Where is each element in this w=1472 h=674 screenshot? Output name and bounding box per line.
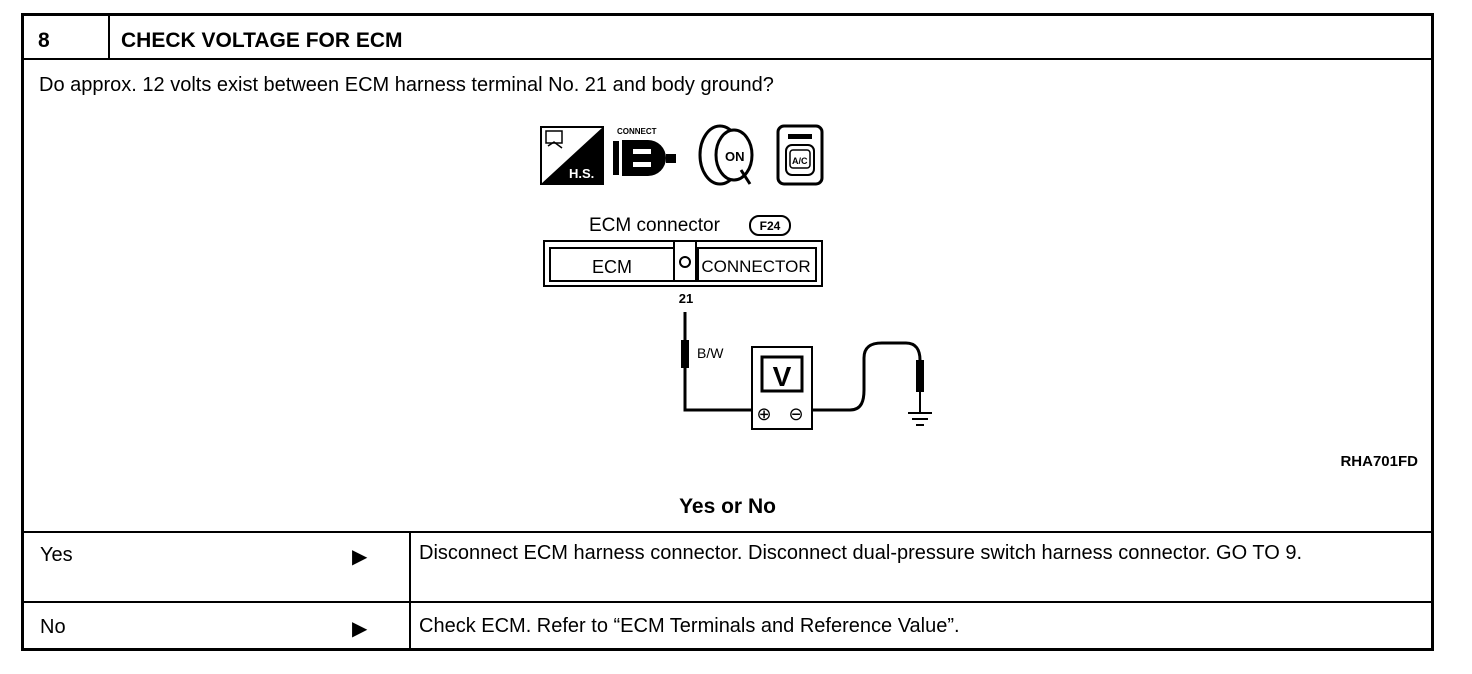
wire-color-label: B/W [697,345,724,361]
voltmeter-icon: V ⊕ ⊖ [751,346,813,430]
ac-switch-icon: A/C [776,124,824,186]
svg-text:H.S.: H.S. [569,166,594,181]
question-text: Do approx. 12 volts exist between ECM ha… [39,74,774,96]
svg-text:CONNECT: CONNECT [617,127,657,136]
rows-divider [409,531,411,651]
plus-terminal: ⊕ [756,404,771,425]
connector-label: CONNECTOR [701,257,810,276]
ecm-connector: ECM CONNECTOR [543,240,823,287]
row-no-label: No [40,616,66,638]
step-table: 8 CHECK VOLTAGE FOR ECM Do approx. 12 vo… [21,13,1434,651]
header-rule [24,58,1431,60]
row-yes-arrow-icon: ▶ [352,546,368,568]
row-no-arrow-icon: ▶ [352,618,368,640]
row-yes-label: Yes [40,544,73,566]
connect-icon: CONNECT [613,127,676,176]
svg-text:A/C: A/C [792,156,808,166]
step-title: CHECK VOLTAGE FOR ECM [121,29,403,52]
header-divider [108,16,110,58]
answer-prompt: Yes or No [679,495,776,518]
ignition-on-icon: ON [698,124,754,186]
ground-lead [812,341,924,412]
svg-text:ON: ON [725,149,745,164]
hood-switch-icon: H.S. [540,126,604,185]
ecm-label: ECM [592,257,632,277]
row-yes-action: Disconnect ECM harness connector. Discon… [419,542,1303,564]
meter-label: V [773,361,792,392]
terminal-number: 21 [679,291,693,306]
ground-icon [908,412,932,426]
svg-text:F24: F24 [760,219,781,233]
positive-probe [681,312,752,412]
row-no-action: Check ECM. Refer to “ECM Terminals and R… [419,615,960,637]
figure-code: RHA701FD [1340,453,1418,470]
step-number: 8 [38,29,50,52]
connector-code-badge: F24 [749,215,791,236]
connector-title: ECM connector [589,215,721,236]
minus-terminal: ⊖ [788,404,803,425]
rows-top-rule [24,531,1431,533]
rows-middle-rule [24,601,1431,603]
